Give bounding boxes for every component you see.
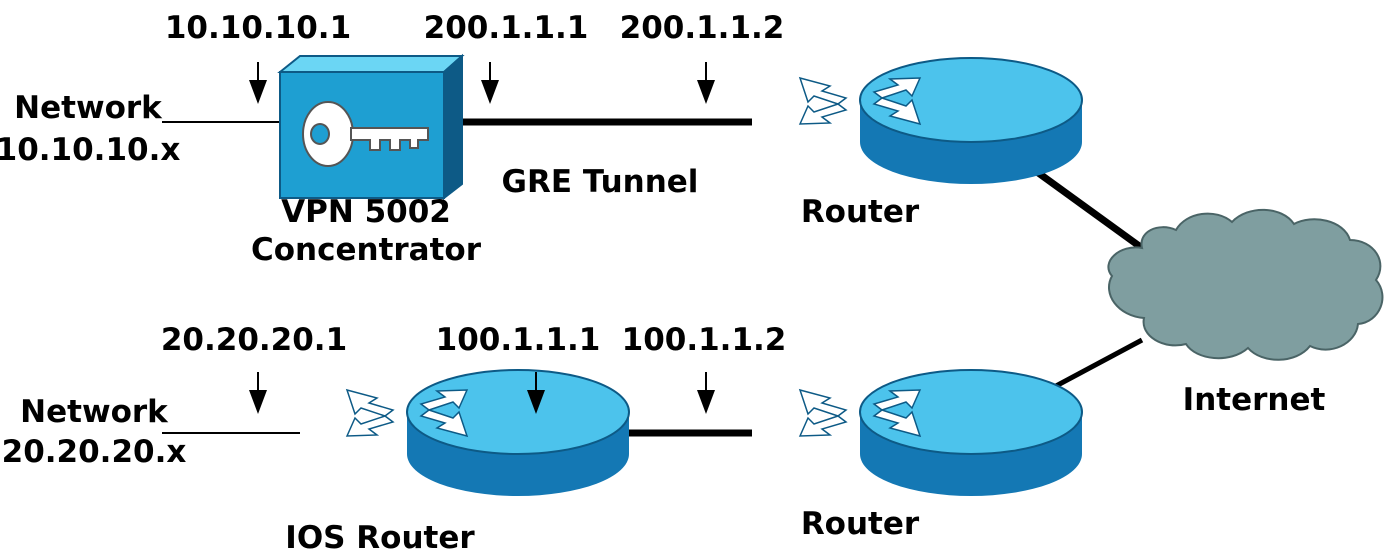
- network2-label-line2: 20.20.20.x: [2, 434, 187, 470]
- vpn-outside-ip-label: 200.1.1.1: [424, 10, 589, 46]
- ios-inside-ip-label: 20.20.20.1: [161, 322, 347, 358]
- router-icon: [346, 369, 630, 497]
- ios-router-label: IOS Router: [285, 520, 475, 556]
- cloud-icon: [1107, 208, 1384, 361]
- router2-ip-label: 100.1.1.2: [622, 322, 787, 358]
- arrow-down-icon: [481, 62, 499, 104]
- vpn-inside-ip-label: 10.10.10.1: [165, 10, 351, 46]
- vpn-name-line2: Concentrator: [251, 232, 482, 268]
- network1-label-line1: Network: [14, 90, 163, 126]
- internet-label: Internet: [1183, 382, 1326, 418]
- tunnel-label: GRE Tunnel: [502, 164, 699, 200]
- network2-label-line1: Network: [20, 394, 169, 430]
- vpn-name-line1: VPN 5002: [281, 194, 451, 230]
- router1-ip-label: 200.1.1.2: [620, 10, 785, 46]
- arrow-down-icon: [697, 62, 715, 104]
- vpn-concentrator: [277, 53, 465, 201]
- network1-label-line2: 10.10.10.x: [0, 132, 180, 168]
- router1-label: Router: [801, 194, 920, 230]
- arrow-down-icon: [697, 372, 715, 414]
- arrow-down-icon: [249, 62, 267, 104]
- router2-label: Router: [801, 506, 920, 542]
- router-icon: [799, 369, 1083, 497]
- arrow-down-icon: [527, 372, 545, 414]
- ios-outside-ip-label: 100.1.1.1: [436, 322, 601, 358]
- router-icon: [799, 57, 1083, 185]
- key-icon: [302, 101, 429, 167]
- arrow-down-icon: [249, 372, 267, 414]
